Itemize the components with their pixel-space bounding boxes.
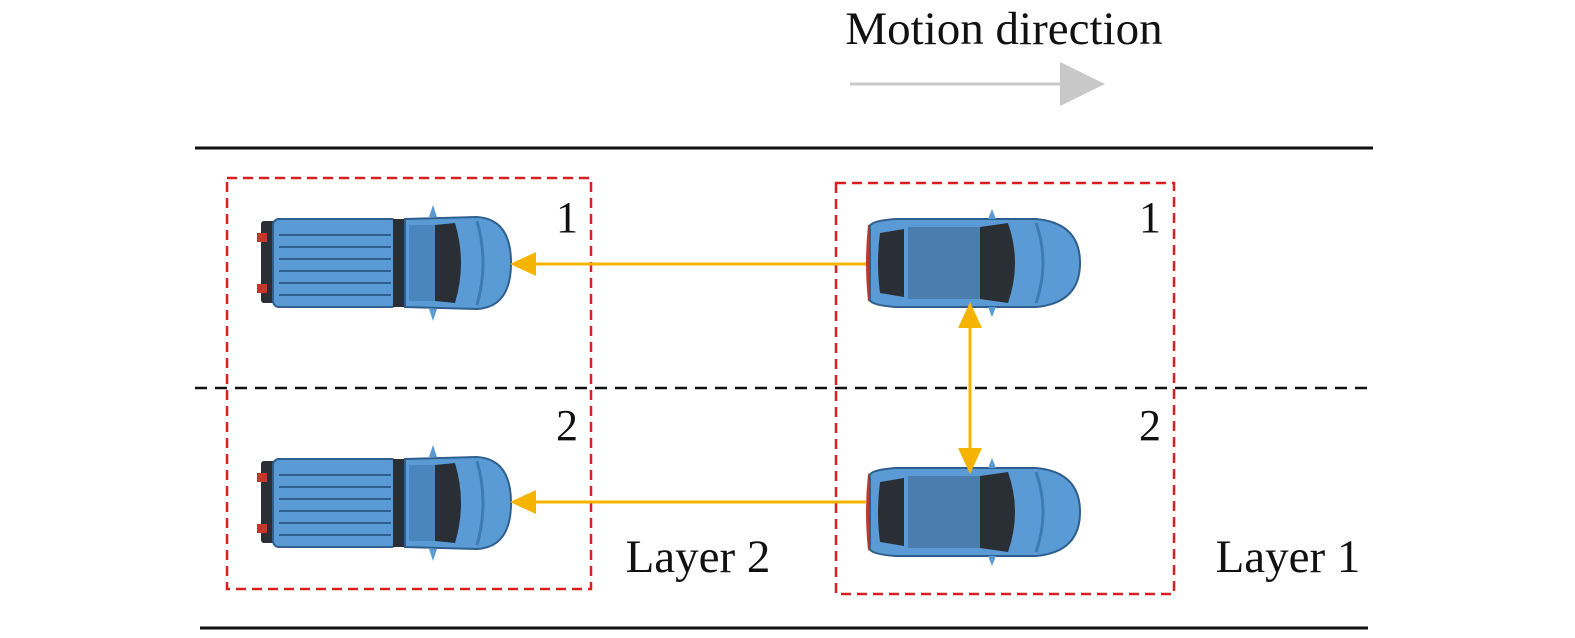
layer-1-box [834, 181, 1176, 596]
pickup-truck-icon [255, 443, 513, 563]
sedan-car-icon [864, 207, 1082, 319]
layer-2-lane-2-number: 2 [556, 401, 578, 450]
layer-1-lane-2-number: 2 [1139, 401, 1161, 450]
arrow-up-down-icon [958, 302, 982, 474]
arrow-left-icon [510, 252, 866, 276]
layer-2-box [225, 176, 593, 591]
layer-2-label: Layer 2 [626, 531, 771, 583]
motion-direction-label: Motion direction [845, 3, 1162, 55]
layer-2-lane-1-number: 1 [556, 193, 578, 242]
layer-1-lane-1-number: 1 [1139, 193, 1161, 242]
pickup-truck-icon [255, 203, 513, 323]
layer-1-label: Layer 1 [1216, 531, 1361, 583]
arrow-left-icon [510, 490, 866, 514]
arrow-right-icon [850, 62, 1105, 106]
sedan-car-icon [864, 456, 1082, 568]
